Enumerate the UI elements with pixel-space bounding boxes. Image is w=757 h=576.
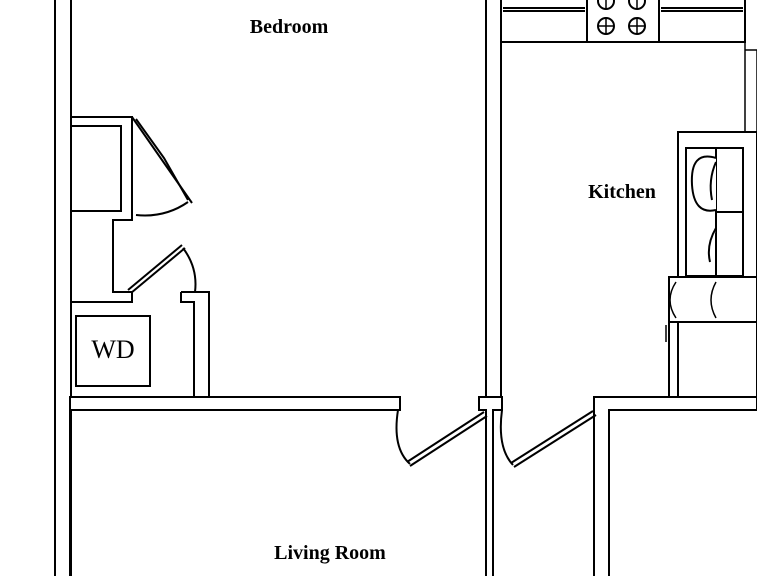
closet-walls bbox=[70, 116, 210, 398]
wall-bedroom-living-left bbox=[69, 396, 401, 411]
kitchen-right-wall bbox=[744, 0, 757, 131]
wall-left-exterior bbox=[54, 0, 72, 576]
kitchen-label: Kitchen bbox=[588, 181, 656, 203]
closet-shelf bbox=[70, 125, 122, 212]
walls bbox=[54, 0, 757, 576]
living-room-label: Living Room bbox=[274, 542, 386, 564]
bedroom-door bbox=[395, 409, 488, 467]
wd-label: WD bbox=[91, 335, 134, 364]
washer-dryer bbox=[75, 315, 151, 387]
closet-bifold-door bbox=[131, 116, 193, 217]
wall-bedroom-kitchen bbox=[485, 0, 502, 399]
wall-kitchen-living-right bbox=[593, 396, 757, 576]
dishwasher bbox=[665, 281, 717, 342]
wall-door-jamb-center bbox=[478, 396, 503, 576]
kitchen-door bbox=[499, 409, 597, 468]
wd-closet-door bbox=[127, 244, 197, 294]
bedroom-label: Bedroom bbox=[250, 16, 329, 38]
stove bbox=[586, 0, 660, 43]
sink bbox=[685, 147, 744, 277]
